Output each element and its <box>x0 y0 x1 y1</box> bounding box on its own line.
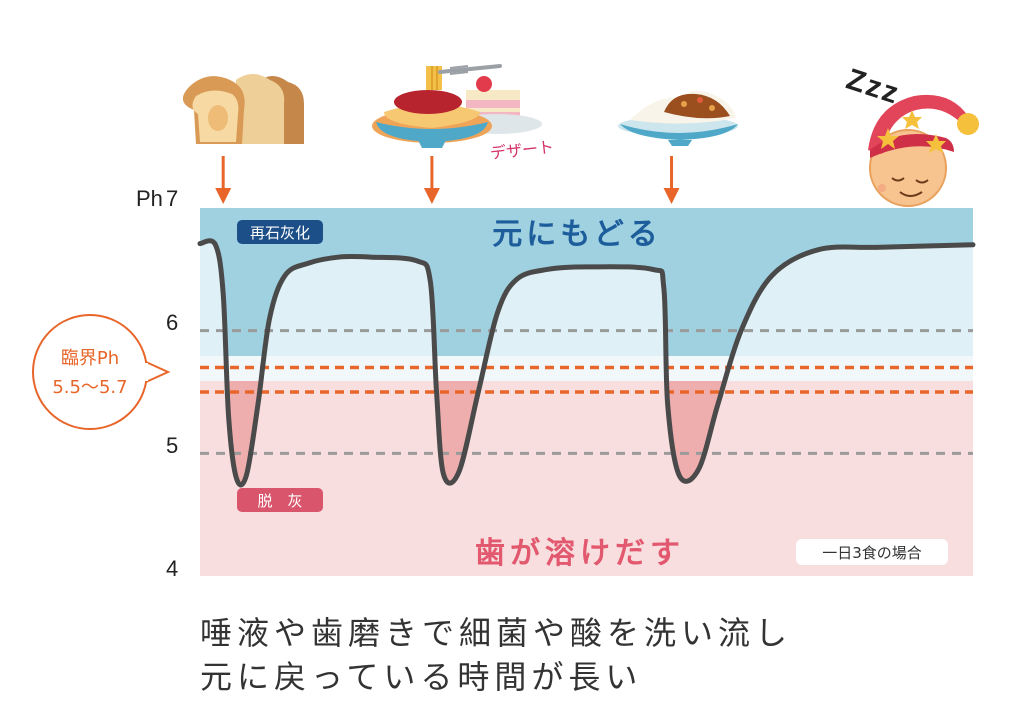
caption-line-1: 唾液や歯磨きで細菌や酸を洗い流し <box>200 614 793 652</box>
zzz-text: Zzz <box>842 63 904 111</box>
remineralization-label: 再石灰化 <box>250 224 310 242</box>
y-axis-label: Ph <box>136 186 163 211</box>
chart-note: 一日3食の場合 <box>822 544 922 562</box>
ph-chart: Ph 7 6 5 4 臨界Ph 5.5〜5.7 再石灰化 元にもどる 脱 灰 歯… <box>32 63 979 581</box>
critical-ph-label: 臨界Ph <box>61 348 119 369</box>
threshold-lines <box>200 329 973 455</box>
dessert-label: デザート <box>489 137 555 163</box>
toast-icon <box>182 74 304 144</box>
curry-icon <box>618 90 738 146</box>
zone-labels: 再石灰化 元にもどる 脱 灰 歯が溶けだす 一日3食の場合 <box>237 217 948 571</box>
y-tick-7: 7 <box>166 186 178 211</box>
lower-zone-text: 歯が溶けだす <box>475 536 685 571</box>
sleeping-face-icon: Zzz <box>842 63 979 207</box>
meal-arrow-2 <box>663 156 680 204</box>
y-tick-4: 4 <box>166 556 178 581</box>
critical-ph-callout: 臨界Ph 5.5〜5.7 <box>32 314 171 430</box>
critical-zone-band <box>200 356 973 381</box>
y-axis: Ph 7 6 5 4 <box>136 186 178 581</box>
y-tick-6: 6 <box>166 310 178 335</box>
critical-ph-range: 5.5〜5.7 <box>52 377 127 398</box>
spaghetti-cake-icon <box>372 64 542 148</box>
caption-line-2: 元に戻っている時間が長い <box>200 658 643 696</box>
demineralization-label: 脱 灰 <box>257 492 302 510</box>
meal-arrow-0 <box>215 156 232 204</box>
upper-zone-text: 元にもどる <box>492 217 661 252</box>
ph-curve <box>197 238 976 488</box>
y-tick-5: 5 <box>166 433 178 458</box>
meal-arrow-1 <box>423 156 440 204</box>
meal-arrows <box>215 156 680 204</box>
